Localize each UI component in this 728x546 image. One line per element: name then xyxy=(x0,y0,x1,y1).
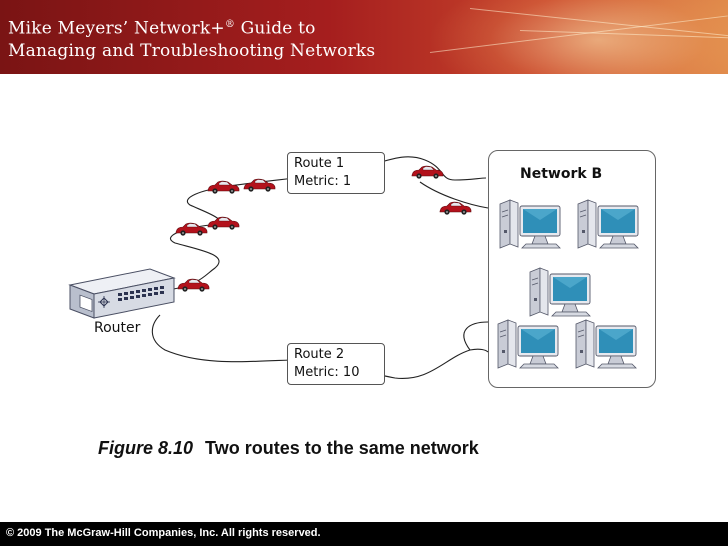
car-icon xyxy=(177,278,210,293)
route-1-cable xyxy=(167,156,487,291)
title-line-1-rest: Guide to xyxy=(235,18,316,39)
car-icon xyxy=(411,165,444,180)
title-line-1-main: Mike Meyers’ Network+ xyxy=(8,18,225,39)
router-label: Router xyxy=(94,320,141,336)
slide-title: Mike Meyers’ Network+® Guide to Managing… xyxy=(8,14,375,62)
car-icon xyxy=(207,180,240,195)
footer-bar: © 2009 The McGraw-Hill Companies, Inc. A… xyxy=(0,522,728,546)
title-bar: Mike Meyers’ Network+® Guide to Managing… xyxy=(0,0,728,74)
car-icon xyxy=(439,201,472,216)
route-2-label: Route 2 Metric: 10 xyxy=(287,343,385,385)
title-line-1: Mike Meyers’ Network+® Guide to xyxy=(8,14,375,40)
copyright-text: © 2009 The McGraw-Hill Companies, Inc. A… xyxy=(6,527,321,539)
route-1-cable-end xyxy=(419,181,489,209)
header-glow xyxy=(428,0,728,74)
figure-caption: Figure 8.10 Two routes to the same networ… xyxy=(98,438,479,459)
computer-icon xyxy=(577,199,639,249)
route-2-metric: Metric: 10 xyxy=(294,365,360,380)
computer-icon xyxy=(529,267,591,317)
figure-caption-text: Two routes to the same network xyxy=(205,438,479,458)
route-2-cable-tail xyxy=(463,321,489,351)
computer-icon xyxy=(499,199,561,249)
route-1-name: Route 1 xyxy=(294,156,345,171)
router-icon xyxy=(68,268,176,319)
network-b-label: Network B xyxy=(520,166,603,182)
figure-number: Figure 8.10 xyxy=(98,438,194,458)
registered-mark: ® xyxy=(224,19,236,30)
title-line-2: Managing and Troubleshooting Networks xyxy=(8,40,376,61)
car-icon xyxy=(207,216,240,231)
route-1-label: Route 1 Metric: 1 xyxy=(287,152,385,194)
car-icon xyxy=(175,222,208,237)
computer-icon xyxy=(575,319,637,369)
route-2-name: Route 2 xyxy=(294,347,345,362)
route-1-metric: Metric: 1 xyxy=(294,174,352,189)
computer-icon xyxy=(497,319,559,369)
